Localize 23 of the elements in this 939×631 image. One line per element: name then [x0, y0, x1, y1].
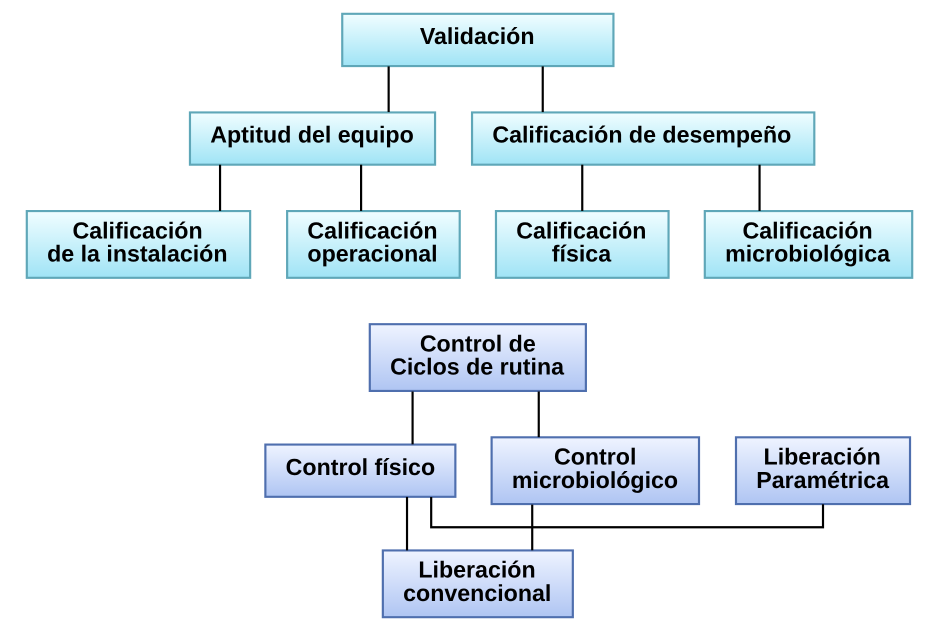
- connector: [531, 504, 534, 550]
- connector: [538, 392, 540, 438]
- node-box: Calificación de la instalación: [26, 210, 252, 279]
- connector: [406, 496, 408, 550]
- connector: [388, 66, 390, 112]
- node-box: Control microbiológico: [490, 436, 700, 506]
- node-box: Control de Ciclos de rutina: [368, 323, 587, 392]
- node-box: Liberación convencional: [382, 549, 574, 618]
- node-box: Calificación microbiológica: [704, 210, 914, 279]
- connector: [360, 164, 362, 211]
- connector: [218, 164, 222, 211]
- node-box: Calificación operacional: [286, 210, 461, 279]
- connector: [758, 164, 761, 211]
- node-box: Calificación de desempeño: [470, 111, 816, 166]
- node-box: Aptitud del equipo: [188, 111, 436, 166]
- connector: [542, 66, 544, 112]
- node-box: Liberación Paramétrica: [734, 436, 912, 506]
- node-box: Calificación física: [494, 210, 670, 279]
- connector: [411, 392, 414, 444]
- node-box: Control físico: [264, 443, 456, 498]
- connector: [430, 496, 824, 528]
- node-box: Validación: [341, 12, 615, 68]
- connector: [581, 164, 584, 211]
